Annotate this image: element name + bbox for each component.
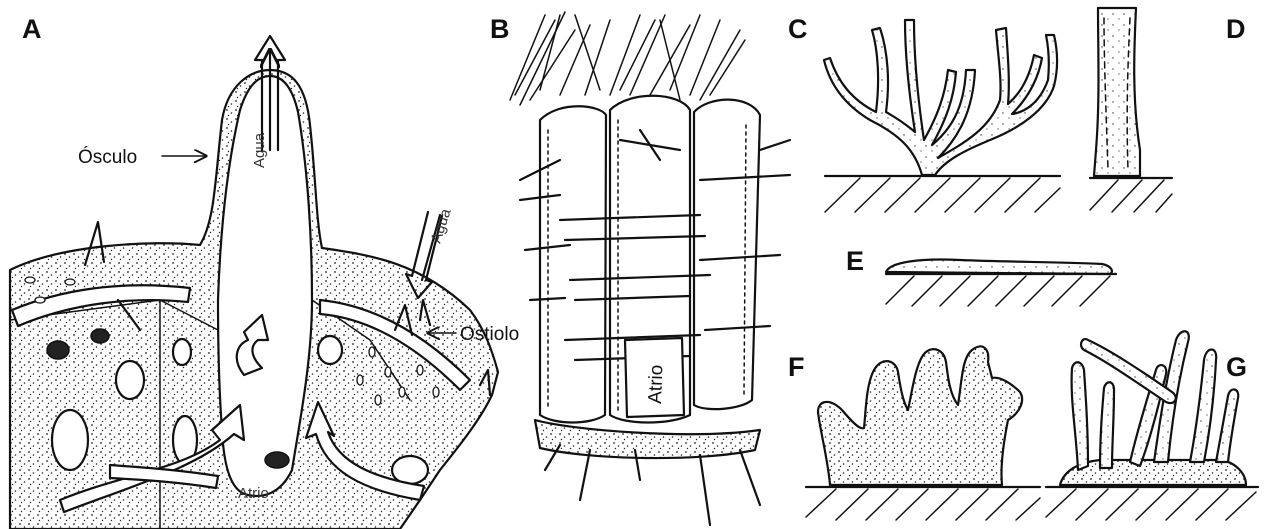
panel-letter-a: A bbox=[22, 14, 42, 44]
panel-f bbox=[806, 346, 1040, 520]
panel-a bbox=[10, 36, 498, 529]
tube-left bbox=[540, 106, 606, 422]
label-ostiolo: Ostiolo bbox=[460, 324, 519, 345]
label-agua-top: Agua bbox=[251, 132, 268, 168]
panel-letter-c: C bbox=[788, 14, 808, 44]
label-agua-side: Agua bbox=[428, 206, 455, 245]
panel-letter-g: G bbox=[1226, 352, 1247, 382]
panel-letter-f: F bbox=[788, 352, 805, 382]
label-atrio-b: Atrio bbox=[645, 364, 667, 404]
branching-sponge bbox=[824, 20, 1057, 175]
panel-e bbox=[886, 260, 1116, 307]
panel-letter-b: B bbox=[490, 14, 510, 44]
label-osculo: Ósculo bbox=[78, 146, 137, 168]
tube-sponge bbox=[1094, 8, 1140, 176]
encrusting-sponge bbox=[886, 260, 1112, 275]
panel-letter-d: D bbox=[1226, 14, 1246, 44]
panel-letter-e: E bbox=[846, 246, 864, 276]
panel-d bbox=[1090, 8, 1172, 212]
panel-c bbox=[824, 20, 1060, 212]
panel-b bbox=[510, 12, 790, 525]
tube-right bbox=[694, 100, 760, 410]
label-atrio-a: Atrio bbox=[238, 485, 269, 502]
lobed-sponge bbox=[818, 346, 1022, 485]
